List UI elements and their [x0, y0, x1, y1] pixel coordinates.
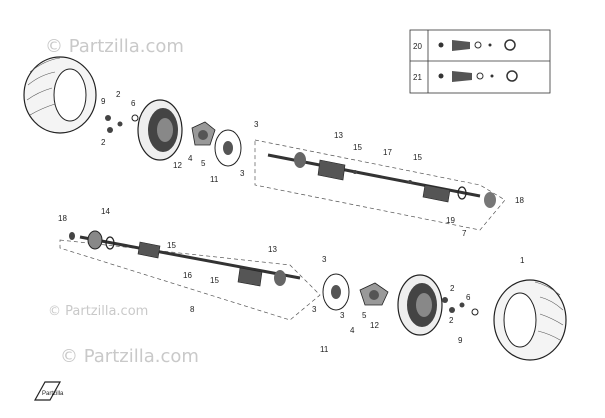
callout: 11	[320, 345, 329, 354]
front-hub	[191, 121, 216, 146]
callout: 3	[322, 255, 327, 264]
callout: 5	[362, 311, 367, 320]
rear-tire	[493, 279, 567, 361]
rear-axle-shaft	[69, 230, 301, 287]
callout: 3	[240, 169, 245, 178]
rear-wheel-rim	[397, 274, 443, 336]
callout: 13	[334, 131, 343, 140]
callout: 3	[312, 305, 317, 314]
callout: 9	[458, 336, 463, 345]
front-callouts: 9 2 6 2 12 4 5 11 3 3 13 15 17 15 18 19 …	[101, 90, 524, 238]
callout: 19	[446, 216, 455, 225]
callout: 12	[173, 161, 182, 170]
front-fasteners	[105, 114, 139, 133]
callout: 15	[353, 143, 362, 152]
callout: 4	[350, 326, 355, 335]
boot-kit-icon	[438, 39, 516, 51]
callout: 12	[370, 321, 379, 330]
callout: 8	[190, 305, 195, 314]
rear-callouts: 18 14 15 16 8 13 15 3 3 11 4 5 3 12 2 2 …	[58, 207, 525, 354]
front-axle-shaft	[267, 152, 496, 208]
callout: 5	[201, 159, 206, 168]
callout: 16	[183, 271, 192, 280]
callout: 15	[413, 153, 422, 162]
callout: 3	[254, 120, 259, 129]
front-brake-disc	[214, 129, 242, 167]
front-axle-outline	[254, 139, 506, 231]
boot-kit-icon	[438, 70, 518, 82]
callout: 6	[466, 293, 471, 302]
callout: 2	[116, 90, 121, 99]
rear-brake-disc	[322, 273, 350, 311]
callout: 15	[210, 276, 219, 285]
callout: 2	[450, 284, 455, 293]
callout: 2	[449, 316, 454, 325]
callout: 7	[462, 229, 467, 238]
legend-box: 20 21	[409, 29, 551, 94]
front-tire	[23, 56, 97, 134]
watermark-top: © Partzilla.com	[45, 36, 184, 57]
legend-number-20: 20	[413, 42, 422, 51]
callout: 13	[268, 245, 277, 254]
callout: 2	[101, 138, 106, 147]
callout: 3	[340, 311, 345, 320]
watermark-bottom: © Partzilla.com	[60, 346, 199, 367]
callout: 18	[515, 196, 524, 205]
logo-text: Partzilla	[42, 391, 64, 397]
partzilla-logo: Partzilla	[33, 381, 64, 401]
rear-axle-outline	[59, 239, 321, 321]
callout: 15	[167, 241, 176, 250]
callout: 1	[520, 256, 525, 265]
callout: 9	[101, 97, 106, 106]
callout: 4	[188, 154, 193, 163]
rear-fasteners	[442, 297, 479, 316]
front-wheel-rim	[137, 99, 183, 161]
callout: 11	[210, 175, 219, 184]
callout: 6	[131, 99, 136, 108]
legend-number-21: 21	[413, 73, 422, 82]
callout: 17	[383, 148, 392, 157]
callout: 18	[58, 214, 67, 223]
callout: 14	[101, 207, 110, 216]
rear-hub	[359, 282, 389, 306]
watermark-left: © Partzilla.com	[48, 304, 148, 319]
